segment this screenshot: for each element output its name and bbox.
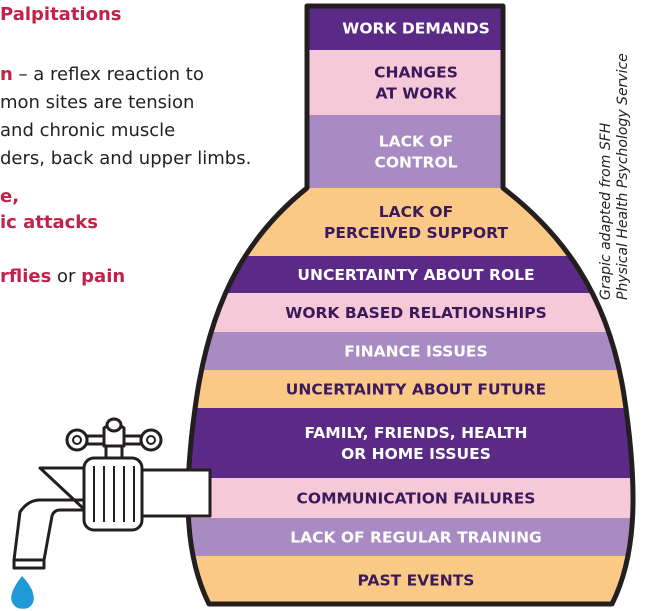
- flask-layer-label: CHANGES: [374, 64, 458, 82]
- text-fragment-butterflies: rflies: [0, 266, 52, 287]
- flask-layer-6: [187, 332, 634, 370]
- flask-layer-label: FINANCE ISSUES: [344, 343, 487, 361]
- flask-layer-label: PAST EVENTS: [358, 572, 475, 590]
- flask-layer-label: COMMUNICATION FAILURES: [297, 490, 536, 508]
- flask-layer-label: OR HOME ISSUES: [341, 445, 491, 463]
- flask-layer-label: CONTROL: [374, 154, 457, 172]
- flask-layers: WORK DEMANDS CHANGES AT WORK LACK OF CONTROL…: [187, 6, 634, 604]
- palpitations-text: Palpitations: [0, 4, 122, 25]
- flask-layer-8: [187, 408, 634, 478]
- flask-layer-label: AT WORK: [376, 85, 458, 103]
- flask-layer-5: [187, 293, 634, 332]
- flask-layer-4: [187, 256, 634, 293]
- text-line-butterflies: rflies or pain: [0, 266, 125, 287]
- flask-layer-label: LACK OF: [379, 203, 453, 221]
- flask-layer-3: [187, 188, 634, 256]
- text-fragment-pain: pain: [81, 266, 126, 287]
- flask-layer-label: FAMILY, FRIENDS, HEALTH: [305, 424, 528, 442]
- flask-layer-label: LACK OF: [379, 133, 453, 151]
- text-fragment-n: n: [0, 64, 13, 85]
- flask-layer-11: [187, 556, 634, 604]
- flask-layer-label: WORK BASED RELATIONSHIPS: [285, 304, 547, 322]
- credit-note: Grapic adapted from SFH Physical Health …: [598, 53, 632, 300]
- flask-layer-label: UNCERTAINTY ABOUT ROLE: [297, 266, 534, 284]
- flask-layer-10: [187, 518, 634, 556]
- flask-layer-label: UNCERTAINTY ABOUT FUTURE: [286, 381, 546, 399]
- text-line-reflex: n – a reflex reaction to: [0, 64, 204, 85]
- water-drop-icon: [11, 576, 34, 609]
- tap-icon: [12, 417, 212, 570]
- flask-layer-label: WORK DEMANDS: [342, 20, 490, 38]
- flask-layer-label: PERCEIVED SUPPORT: [324, 224, 508, 242]
- text-line-limbs: ders, back and upper limbs.: [0, 148, 252, 169]
- credit-line-2: Physical Health Psychology Service: [615, 53, 631, 300]
- text-line-muscle: and chronic muscle: [0, 120, 176, 141]
- flask-layer-label: LACK OF REGULAR TRAINING: [290, 529, 542, 547]
- flask-layer-9: [187, 478, 634, 518]
- flask-outline: [185, 3, 636, 607]
- text-line-tension: mon sites are tension: [0, 92, 195, 113]
- text-line-attacks: ic attacks: [0, 212, 98, 233]
- flask-layer-7: [187, 370, 634, 408]
- flask-layer-2: [187, 115, 634, 188]
- text-fragment-reflex: – a reflex reaction to: [12, 64, 204, 85]
- flask-layer-1: [187, 50, 634, 115]
- background-article-text: Palpitations n – a reflex reaction to mo…: [0, 0, 320, 320]
- credit-line-1: Grapic adapted from SFH: [598, 122, 614, 300]
- text-fragment-or: or: [51, 266, 82, 287]
- text-line-e: e,: [0, 186, 20, 207]
